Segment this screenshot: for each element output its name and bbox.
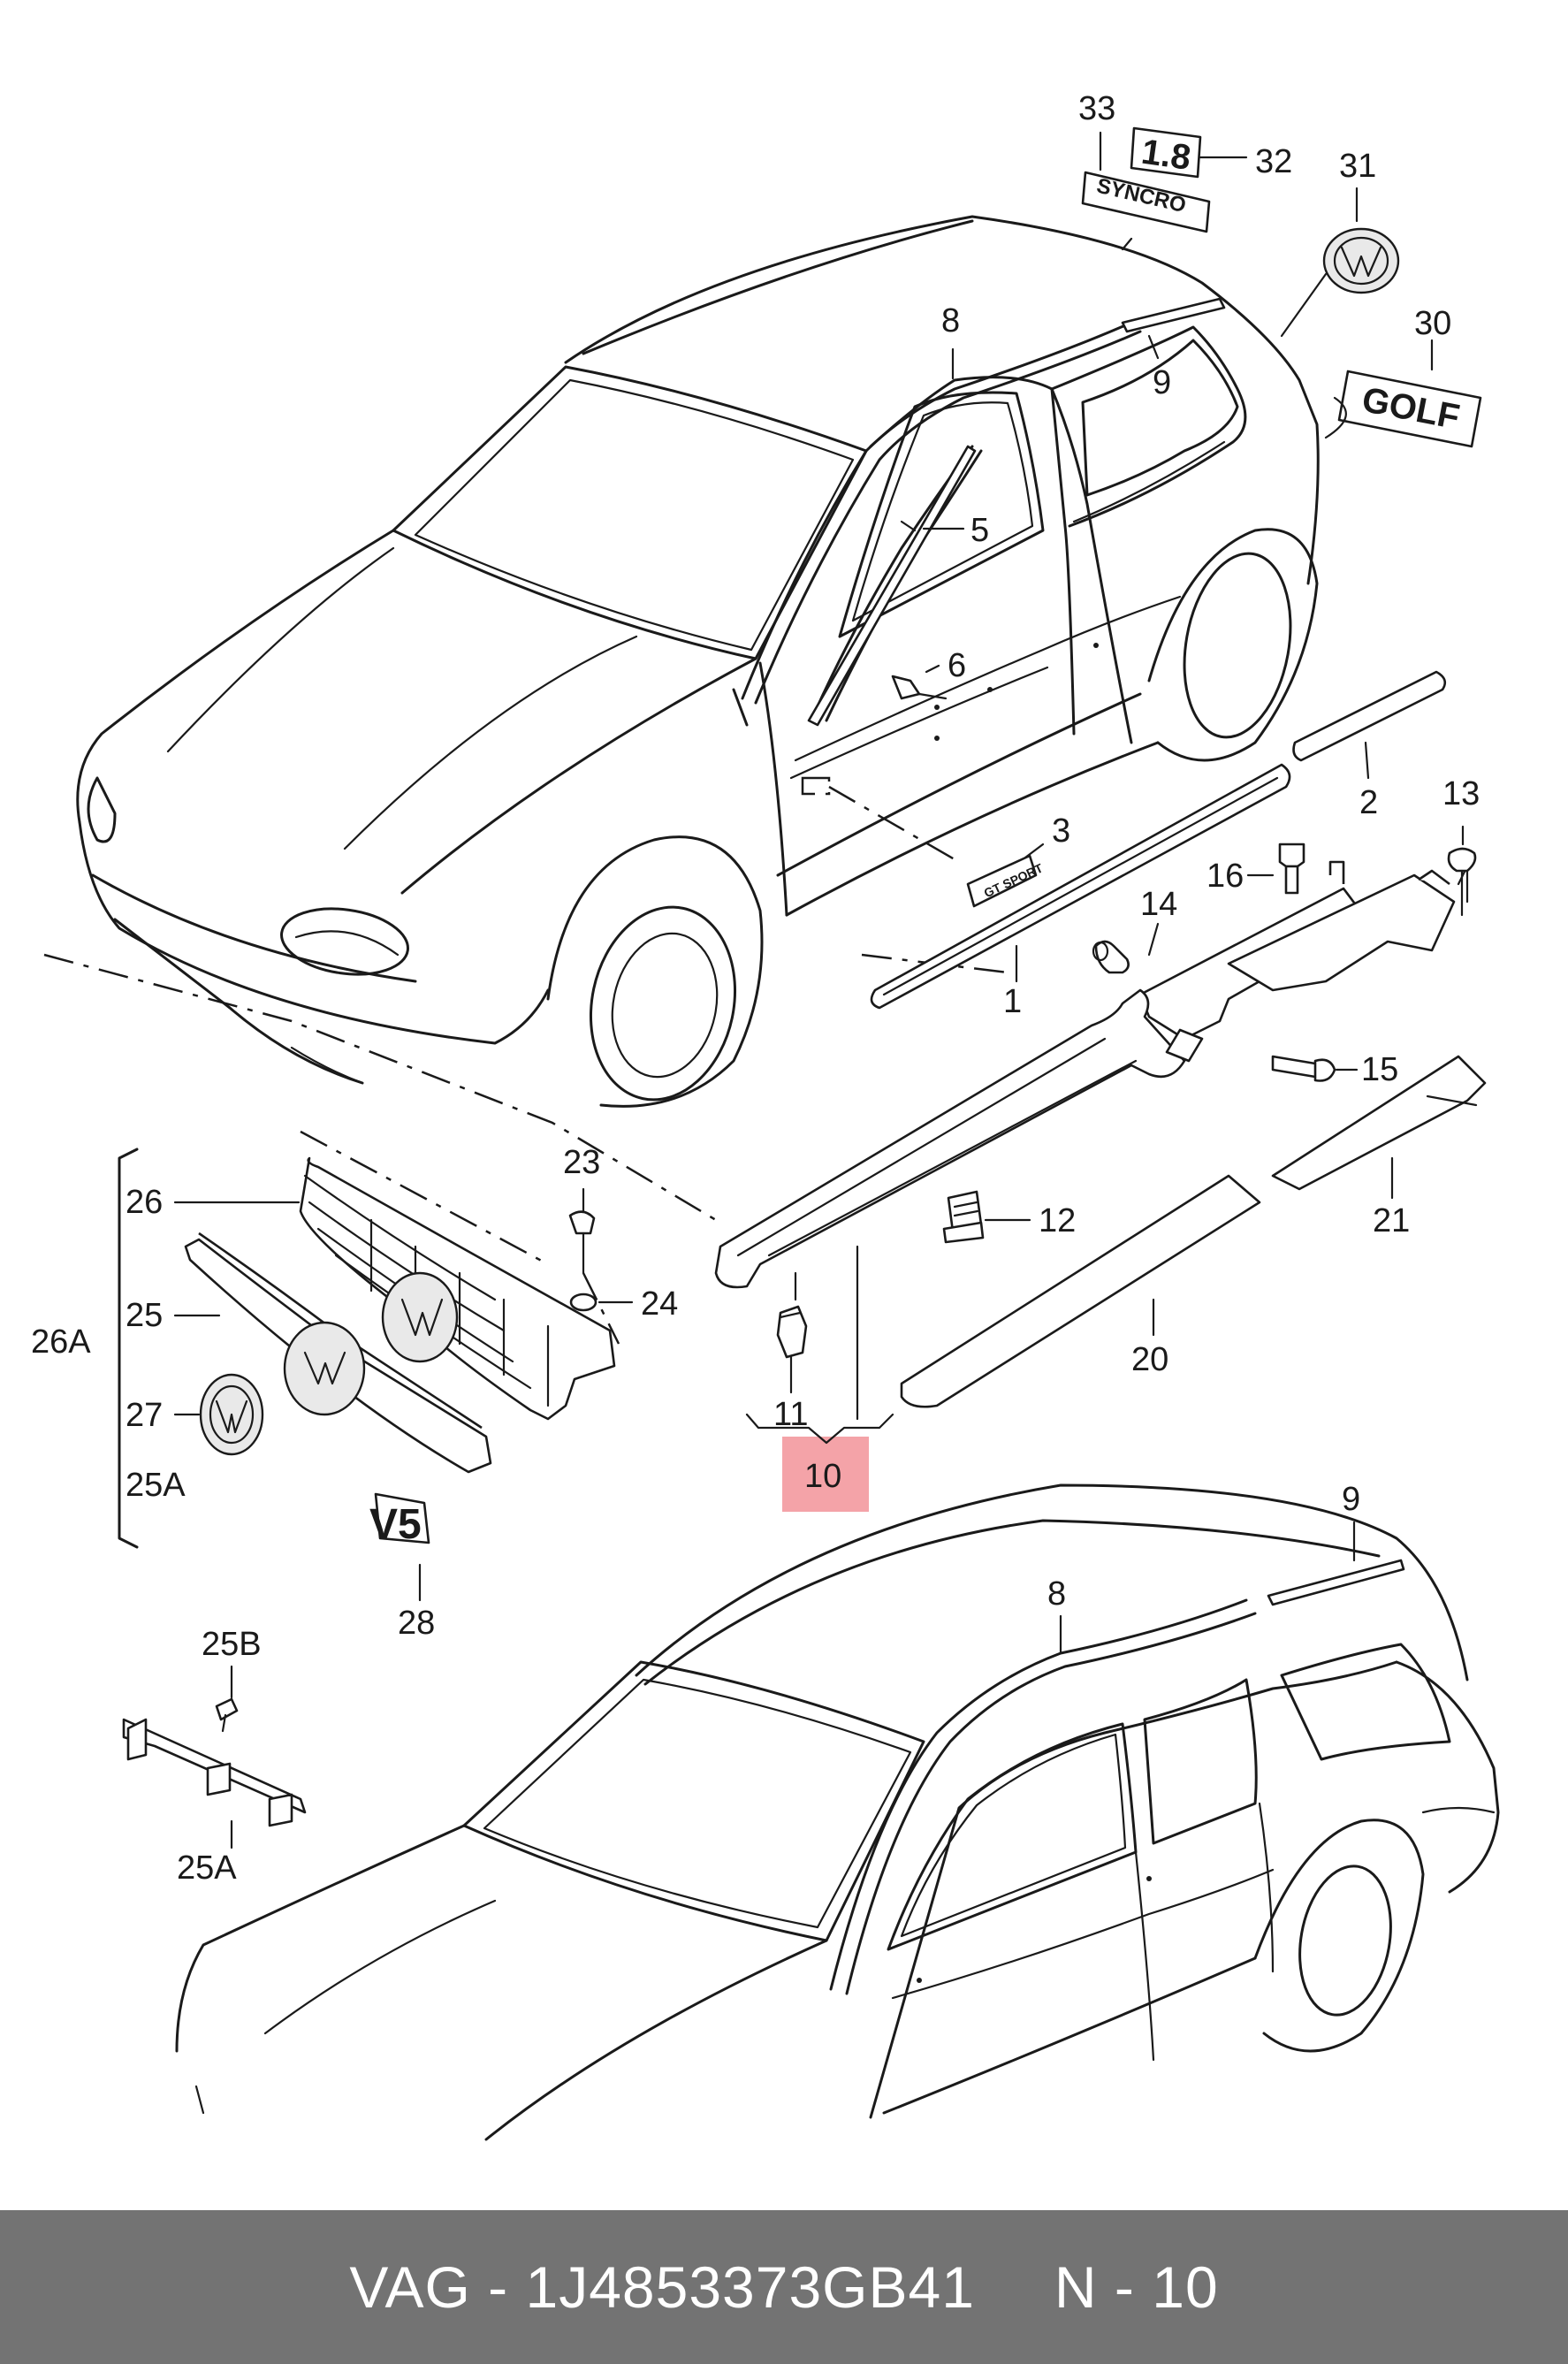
part-12-clip: [942, 1190, 985, 1244]
part-1-side-molding: [870, 763, 1291, 1010]
callout-9: 9: [1153, 364, 1171, 401]
leader-lines: [173, 131, 1465, 1849]
estate-car-outline: [175, 1483, 1500, 2141]
svg-text:1.8: 1.8: [1139, 133, 1193, 178]
part-14-clip: [1092, 940, 1130, 974]
part-11-clip: [776, 1305, 808, 1359]
part-16-bolt: [1278, 843, 1305, 895]
callout-31: 31: [1339, 148, 1376, 185]
callout-16: 16: [1206, 858, 1244, 895]
parts-diagram: GT SPORT SYNCRO 1.8 GOLF: [31, 90, 1500, 2141]
callout-15: 15: [1361, 1051, 1398, 1088]
callout-9-lower: 9: [1342, 1481, 1360, 1518]
part-13-plug: [1447, 847, 1477, 917]
callout-26A: 26A: [31, 1323, 91, 1361]
part-32-engine-badge: 1.8: [1130, 126, 1202, 179]
part-20-sill-plate: [900, 1174, 1261, 1408]
callout-21: 21: [1373, 1202, 1410, 1239]
callout-25: 25: [126, 1297, 163, 1334]
callout-26: 26: [126, 1184, 163, 1221]
callout-8-lower: 8: [1047, 1575, 1066, 1613]
callout-33: 33: [1078, 90, 1115, 127]
hatchback-car-outline: [76, 215, 1320, 1108]
footer-part-number: 1J4853373GB41: [525, 2254, 975, 2320]
callout-1: 1: [1003, 983, 1022, 1020]
callout-8: 8: [941, 302, 960, 339]
callout-11: 11: [773, 1396, 808, 1433]
callout-25A-lower: 25A: [177, 1849, 237, 1887]
callout-25A: 25A: [126, 1467, 186, 1504]
footer-brand: VAG: [349, 2254, 471, 2320]
bracket-26A: [118, 1148, 139, 1549]
part-3-gt-sport-badge: GT SPORT: [966, 854, 1046, 908]
part-10-sill-trim: [714, 988, 1204, 1289]
part-bracket-assembly: [1138, 860, 1469, 1041]
callout-13: 13: [1442, 775, 1480, 812]
callout-28: 28: [398, 1605, 435, 1642]
callout-3: 3: [1052, 812, 1070, 850]
part-6-clip: [891, 675, 948, 700]
callout-27: 27: [126, 1397, 163, 1434]
part-25A-bracket: [122, 1697, 307, 1827]
callout-10: 10: [804, 1458, 841, 1495]
footer-position: N - 10: [1054, 2254, 1219, 2320]
callout-24: 24: [641, 1285, 678, 1323]
part-15-screw: [1271, 1055, 1336, 1082]
callout-12: 12: [1039, 1202, 1076, 1239]
callout-32: 32: [1255, 143, 1292, 180]
part-2-side-molding: [1292, 670, 1447, 762]
footer-separator: -: [488, 2254, 509, 2320]
callout-20: 20: [1131, 1341, 1168, 1378]
part-31-vw-emblem: [1322, 227, 1400, 294]
part-5-pillar-trim: [807, 445, 977, 727]
grille-assembly: V5: [184, 1130, 620, 1548]
callout-6: 6: [948, 647, 966, 684]
part-33-syncro-badge: SYNCRO: [1081, 171, 1211, 233]
part-30-golf-badge: GOLF: [1337, 370, 1482, 448]
callout-25B: 25B: [202, 1626, 262, 1663]
callout-2: 2: [1359, 784, 1378, 821]
callout-30: 30: [1414, 305, 1451, 342]
svg-text:V5: V5: [369, 1501, 422, 1548]
callout-labels: 33 32 31 30 8 9 5 6 2 3 13 16 14 1 15 12…: [31, 90, 1480, 1887]
callout-14: 14: [1140, 886, 1177, 923]
callout-23: 23: [563, 1144, 600, 1181]
part-21-sill-plate: [1271, 1055, 1487, 1191]
callout-5: 5: [970, 512, 989, 549]
part-number-footer: VAG - 1J4853373GB41 N - 10: [0, 2210, 1568, 2364]
highlight-part-10: [782, 1437, 869, 1512]
